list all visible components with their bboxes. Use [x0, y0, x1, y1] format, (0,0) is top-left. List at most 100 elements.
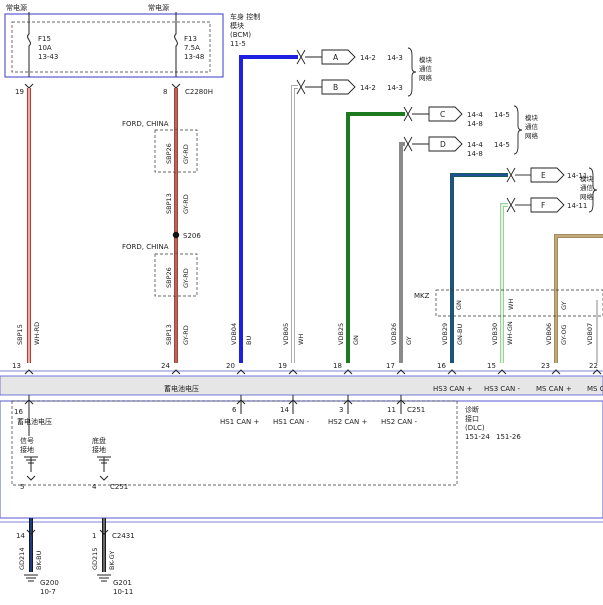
connector-e: E [515, 167, 565, 183]
wire-gd215-core [103, 518, 105, 572]
ground-wire-left-color: BK-BU [35, 550, 43, 570]
bus-label-ms-plus: MS CAN + [536, 385, 572, 393]
ground-symbols [24, 456, 111, 481]
dlc-label-3: (DLC) [465, 424, 485, 432]
dlc-pin-14: 14 [280, 406, 289, 414]
fuse-box [4, 13, 224, 78]
ground-g201-ref: 10-11 [113, 588, 133, 596]
splice-lower-color: GY-RD [182, 268, 190, 288]
splice-mid-code: SBP13 [165, 193, 173, 214]
dlc-ref-1: 151-24 [465, 433, 490, 441]
fuse-left-ref: 13-43 [38, 53, 58, 61]
pin-chevron-right [171, 83, 181, 89]
signal-ground-label-1: 信号 [20, 436, 34, 445]
wire-vdb06-core [555, 235, 603, 363]
ground-wire-right-pin: 1 [92, 532, 96, 540]
ground-wire-left-pin: 14 [16, 532, 25, 540]
connector-d-ref3: 14-8 [467, 150, 483, 158]
fuse-box-inner [11, 21, 211, 73]
splice-mid-color: GY-RD [182, 194, 190, 214]
connector-f: F [515, 197, 565, 213]
bcm-label-2: 模块 [230, 21, 244, 30]
connector-f-ref1: 14-11 [567, 202, 587, 210]
svg-text:WH-RD: WH-RD [33, 322, 41, 345]
dlc-battery-label: 蓄电池电压 [17, 417, 52, 426]
ground-wire-right-connector: C2431 [112, 532, 135, 540]
bus-label-hs3-minus: HS3 CAN - [484, 385, 521, 393]
svg-text:BU: BU [245, 336, 253, 345]
svg-text:VDB06: VDB06 [545, 323, 553, 345]
svg-text:GY-OG: GY-OG [560, 324, 568, 345]
svg-text:18: 18 [333, 362, 342, 370]
svg-text:22: 22 [589, 362, 598, 370]
ground-wire-chevrons [26, 529, 109, 535]
wire-sbp13-lower-core [175, 254, 177, 296]
bus-label-ms-minus: MS C [587, 385, 603, 393]
dlc-pin-3: 3 [339, 406, 343, 414]
svg-text:F: F [541, 201, 545, 210]
svg-text:GY: GY [405, 336, 413, 345]
dlc-pin-6: 6 [232, 406, 237, 414]
mkz-box [435, 289, 603, 317]
connector-a-ref2: 14-3 [387, 54, 403, 62]
dlc-hs2-minus: HS2 CAN - [381, 418, 418, 426]
twist-markers [296, 49, 516, 213]
fuse-right-symbol [174, 24, 178, 58]
power-right-label: 常电源 [148, 3, 169, 12]
svg-text:A: A [333, 53, 339, 62]
svg-text:B: B [333, 83, 338, 92]
svg-text:GN: GN [352, 335, 360, 345]
connector-c-ref3: 14-8 [467, 120, 483, 128]
earth-symbols [24, 574, 111, 582]
svg-text:SBP13: SBP13 [165, 324, 173, 345]
dlc-label-2: 接口 [465, 414, 479, 423]
dlc-ref-2: 151-26 [496, 433, 521, 441]
connector-b: B [305, 79, 356, 95]
dlc-hs2-plus: HS2 CAN + [328, 418, 368, 426]
wire-labels: SBP15 WH-RD SBP13 GY-RD VDB04 BU VDB05 W… [16, 321, 594, 345]
connector-c: C [412, 106, 463, 122]
brace-ef [588, 167, 598, 213]
svg-text:19: 19 [278, 362, 287, 370]
wire-vdb26 [399, 142, 405, 363]
fuse-right-rating: 7.5A [184, 44, 200, 52]
dlc-hs1-minus: HS1 CAN - [273, 418, 310, 426]
dlc-inner-box [11, 400, 458, 486]
svg-text:13: 13 [12, 362, 21, 370]
ground-wire-right-circuit: GD215 [91, 548, 99, 570]
svg-text:VDB04: VDB04 [230, 323, 238, 345]
ground-g201: G201 [113, 579, 132, 587]
net-label-ef-1: 模块 [580, 174, 594, 183]
connector-c-ref1: 14-4 [467, 111, 483, 119]
splice-upper-code: SBP26 [165, 143, 173, 164]
wire-vdb25 [346, 112, 405, 363]
bus-label-hs3-plus: HS3 CAN + [433, 385, 473, 393]
svg-text:17: 17 [386, 362, 395, 370]
bcm-label-3: (BCM) [230, 31, 251, 39]
svg-text:GN-BU: GN-BU [456, 324, 464, 345]
svg-text:16: 16 [437, 362, 446, 370]
svg-text:VDB30: VDB30 [491, 323, 499, 345]
power-left-label: 常电源 [6, 3, 27, 12]
wire-vdb30-core [501, 204, 508, 363]
chassis-ground-connector: C251 [110, 483, 128, 491]
net-label-cd-3: 网络 [525, 131, 539, 140]
net-label-cd-2: 通信 [525, 122, 539, 131]
connector-a: A [305, 49, 356, 65]
svg-text:WH-GN: WH-GN [506, 321, 514, 345]
svg-text:D: D [440, 140, 446, 149]
ground-g200-ref: 10-7 [40, 588, 56, 596]
splice-lower-label: FORD, CHINA [122, 243, 169, 251]
net-label-ef-3: 网络 [580, 192, 594, 201]
brace-ab [407, 47, 417, 97]
svg-text:SBP15: SBP15 [16, 324, 24, 345]
net-label-ab-1: 模块 [419, 55, 433, 64]
signal-ground-pin: 5 [20, 483, 24, 491]
splice-point-label: S206 [183, 232, 201, 240]
net-label-ab-2: 通信 [419, 64, 433, 73]
signal-ground-label-2: 接地 [20, 445, 34, 454]
connector-b-ref2: 14-3 [387, 84, 403, 92]
ground-wire-left-circuit: GD214 [18, 548, 26, 570]
bcm-label-1: 车身 控制 [230, 12, 260, 21]
